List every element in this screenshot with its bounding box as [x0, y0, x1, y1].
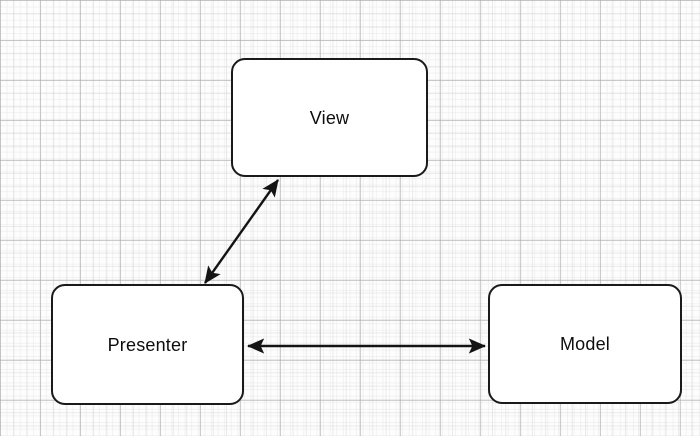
- node-model[interactable]: Model: [488, 284, 682, 404]
- node-model-label: Model: [559, 334, 611, 354]
- node-view-label: View: [309, 107, 350, 128]
- node-presenter[interactable]: Presenter: [51, 284, 244, 405]
- edge-presenter-view: [204, 179, 279, 284]
- node-presenter-label: Presenter: [107, 334, 188, 355]
- node-view[interactable]: View: [231, 58, 428, 177]
